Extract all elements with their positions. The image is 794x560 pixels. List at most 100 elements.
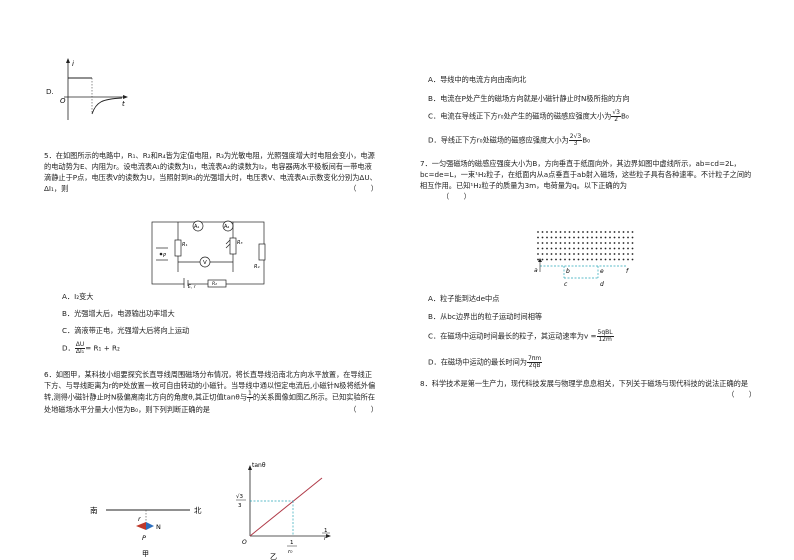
field-dot [613, 236, 616, 239]
field-dot [582, 236, 584, 239]
field-dot [627, 242, 629, 244]
label-r: r [138, 515, 142, 523]
field-dot [604, 258, 607, 261]
field-dot [627, 236, 629, 239]
field-dot [631, 242, 634, 244]
field-dot [577, 247, 580, 250]
point-b: b [566, 268, 570, 275]
label-north: 北 [194, 506, 202, 515]
q6-option-a: A．导线中的电流方向由南向北 [428, 75, 527, 84]
field-dot [609, 242, 611, 244]
field-dot [600, 258, 602, 261]
field-dot [564, 231, 566, 233]
q5-stem: 5．在如图所示的电路中，R₁、R₂和R₄皆为定值电阻，R₃为光敏电阻，光照强度增… [44, 151, 378, 194]
field-dot [555, 236, 557, 239]
field-dot [613, 253, 616, 255]
field-dot [582, 253, 584, 255]
field-dot [564, 258, 566, 261]
field-dot [604, 253, 607, 255]
field-dot [591, 247, 593, 250]
q6-figure-b: tanθ √3 3 1 r₀ 1 r O 乙 [236, 462, 331, 560]
field-dot [541, 242, 544, 244]
field-dot [564, 242, 566, 244]
field-dot [622, 242, 625, 244]
battery-label: E, r [188, 284, 197, 290]
field-dot [555, 258, 557, 261]
field-dot [577, 242, 580, 244]
field-dot [582, 231, 584, 233]
field-dot [604, 247, 607, 250]
field-dot [609, 231, 611, 233]
option-d-label: D. [46, 87, 54, 96]
point-f: f [626, 268, 629, 275]
point-c: c [564, 281, 568, 288]
axis-i-label: i [72, 60, 74, 68]
label-n: N [156, 523, 161, 531]
field-dot [591, 231, 593, 233]
field-dot [546, 236, 548, 239]
field-dot [595, 247, 598, 250]
field-dot [559, 247, 562, 250]
field-dot [568, 253, 571, 255]
field-dot [595, 253, 598, 255]
field-dot [577, 236, 580, 239]
field-dot [618, 231, 620, 233]
field-dot [550, 231, 553, 233]
field-dot [604, 236, 607, 239]
field-dot [582, 247, 584, 250]
axis-t-label: t [122, 100, 125, 108]
field-dot [546, 231, 548, 233]
q8-paren: （ ） [727, 390, 756, 400]
field-dot [595, 236, 598, 239]
field-dot [613, 258, 616, 261]
caption-yi: 乙 [270, 553, 277, 560]
field-dot [555, 242, 557, 244]
y-tick-den: 3 [238, 503, 242, 509]
origin-o: O [242, 539, 247, 546]
field-dot [546, 247, 548, 250]
field-dot [537, 236, 539, 239]
field-dot [586, 247, 589, 250]
field-dot [600, 236, 602, 239]
y-axis-label: tanθ [252, 462, 266, 469]
field-dot [618, 253, 620, 255]
q8-stem: 8．科学技术是第一生产力，现代科技发展与物理学息息相关，下列关于磁场与现代科技的… [420, 379, 756, 400]
field-dot [591, 253, 593, 255]
q6-figure-a: 南 北 r N P 甲 [90, 505, 202, 558]
field-dot [582, 258, 584, 261]
field-dot [537, 253, 539, 255]
field-dot [609, 253, 611, 255]
field-dot [595, 258, 598, 261]
field-dot [537, 247, 539, 250]
resistor-r3: R₃ [237, 240, 242, 246]
field-dot [573, 236, 575, 239]
field-dot [573, 247, 575, 250]
field-dot [627, 247, 629, 250]
field-dot [631, 236, 634, 239]
x-axis-num: 1 [324, 528, 328, 534]
field-dot [568, 258, 571, 261]
field-dot [586, 236, 589, 239]
field-dot [595, 231, 598, 233]
field-dot [568, 231, 571, 233]
field-dot [550, 236, 553, 239]
field-dot [591, 236, 593, 239]
point-a: a [534, 267, 538, 274]
field-dot [537, 231, 539, 233]
field-dot [609, 236, 611, 239]
resistor-r1: R₁ [182, 242, 187, 248]
field-dot [627, 231, 629, 233]
field-dot [541, 253, 544, 255]
field-dot [541, 236, 544, 239]
field-dot [586, 231, 589, 233]
q5-circuit: A₁ A₂ V R₁ R₃ R₄ R₂ P E, r [151, 220, 266, 290]
y-tick-num: √3 [236, 493, 244, 500]
field-dot [591, 258, 593, 261]
q5-option-a: A．I₂变大 [62, 292, 94, 301]
field-dot [546, 242, 548, 244]
field-dot [546, 258, 548, 261]
q5-paren: （ ） [349, 184, 378, 194]
field-dot [609, 258, 611, 261]
field-dot [541, 258, 544, 261]
q7-paren: （ ） [442, 192, 471, 202]
